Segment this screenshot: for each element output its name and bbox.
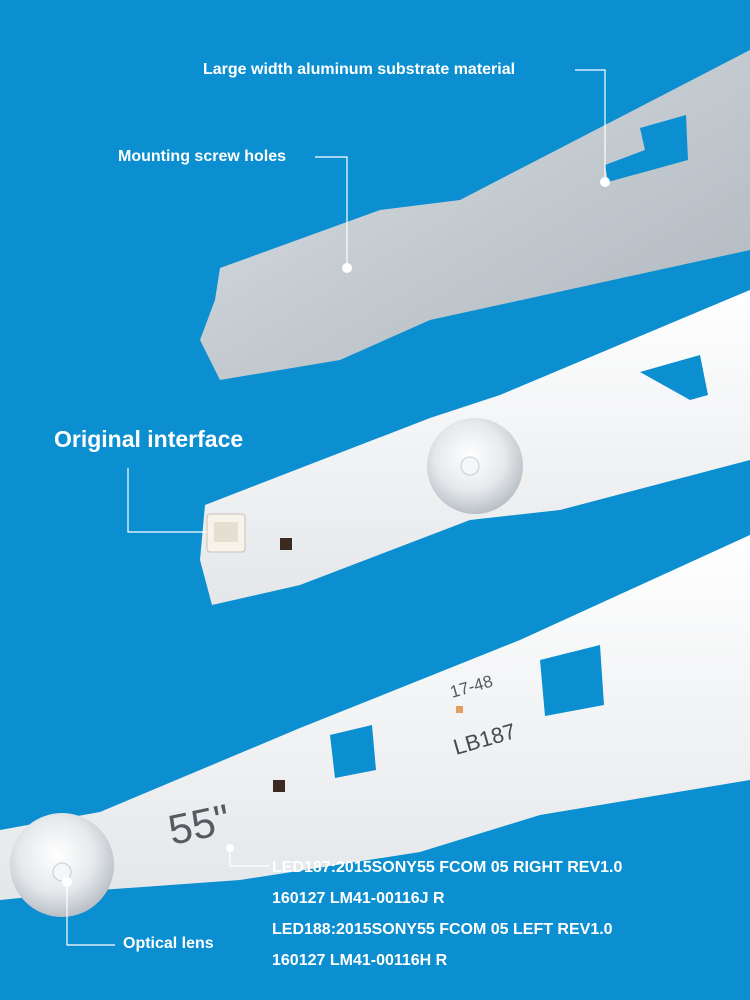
connector-slot xyxy=(214,522,238,542)
part-number-lines: LED187:2015SONY55 FCOM 05 RIGHT REV1.0 1… xyxy=(272,852,622,976)
callout-line-interface xyxy=(127,468,207,533)
bottom-strip-cutout-b xyxy=(330,725,376,778)
part-line-1: LED187:2015SONY55 FCOM 05 RIGHT REV1.0 xyxy=(272,859,623,876)
label-optical-lens: Optical lens xyxy=(123,935,214,952)
label-substrate: Large width aluminum substrate material xyxy=(203,61,516,78)
part-line-4: 160127 LM41-00116H R xyxy=(272,952,448,969)
optical-lens-bottom-core xyxy=(52,862,72,882)
aluminum-cutout xyxy=(605,115,688,182)
optical-lens-middle-core xyxy=(460,456,480,476)
callout-line-optical-lens xyxy=(66,885,115,946)
led-chip-middle xyxy=(280,538,292,550)
callout-line-substrate xyxy=(575,69,606,180)
callout-dot-screw-holes xyxy=(342,263,352,273)
bottom-strip-cutout-a xyxy=(540,645,604,716)
callout-dot-part-lines xyxy=(226,844,234,852)
aluminum-strip xyxy=(200,50,750,380)
label-interface: Original interface xyxy=(54,426,244,452)
led-mark-bottom xyxy=(456,706,463,713)
part-line-2: 160127 LM41-00116J R xyxy=(272,890,445,907)
label-screw-holes: Mounting screw holes xyxy=(118,148,287,165)
middle-strip-cutout xyxy=(640,355,708,400)
led-chip-bottom xyxy=(273,780,285,792)
part-line-3: LED188:2015SONY55 FCOM 05 LEFT REV1.0 xyxy=(272,921,613,938)
callout-line-screw-holes xyxy=(315,156,348,266)
callout-dot-substrate xyxy=(600,177,610,187)
callout-dot-optical-lens xyxy=(62,877,72,887)
callout-line-part-lines xyxy=(229,850,270,867)
bottom-led-strip xyxy=(0,535,750,900)
